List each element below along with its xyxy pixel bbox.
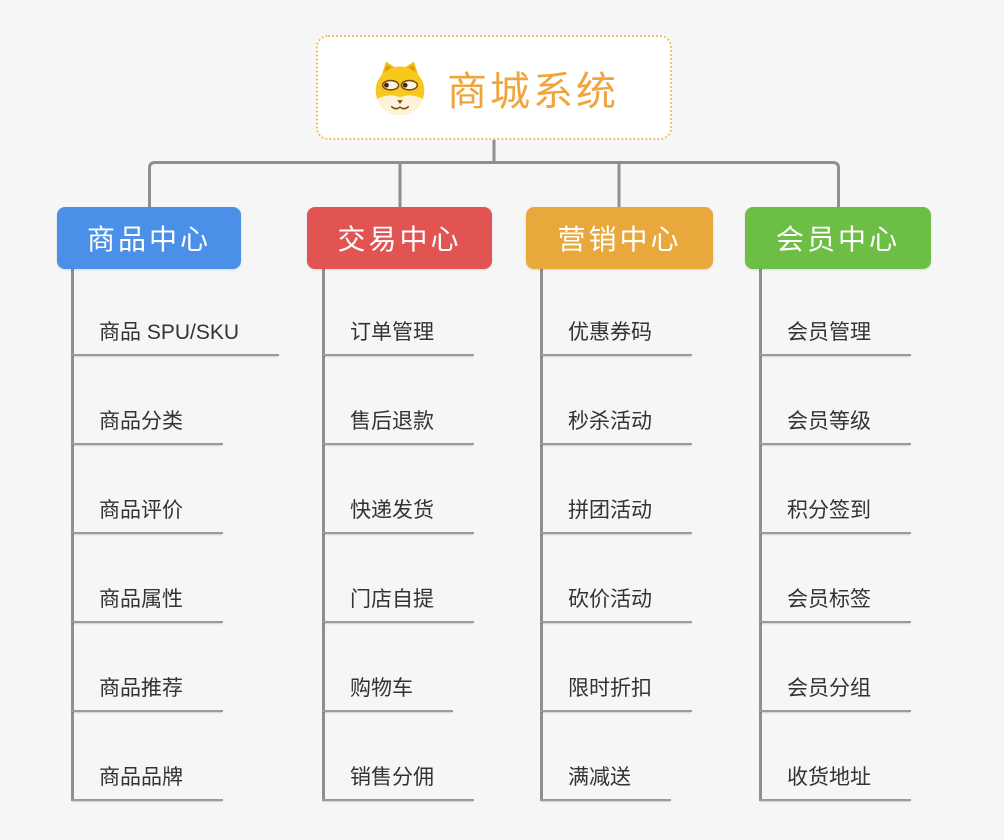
leaf-node[interactable]: 收货地址 — [759, 765, 911, 801]
root-node[interactable]: 商城系统 — [316, 35, 672, 140]
leaf-node[interactable]: 秒杀活动 — [540, 409, 692, 445]
leaf-node[interactable]: 门店自提 — [322, 587, 474, 623]
leaf-node[interactable]: 商品 SPU/SKU — [71, 320, 280, 356]
leaf-node[interactable]: 优惠券码 — [540, 320, 692, 356]
branch-node-label: 交易中心 — [337, 224, 462, 255]
branch-node-label: 会员中心 — [775, 224, 900, 255]
leaf-node[interactable]: 会员等级 — [759, 409, 911, 445]
branch-node-product-center[interactable]: 商品中心 — [57, 207, 241, 269]
leaf-node[interactable]: 销售分佣 — [322, 765, 474, 801]
leaf-node[interactable]: 会员管理 — [759, 320, 911, 356]
branch-node-member-center[interactable]: 会员中心 — [745, 207, 931, 269]
leaf-node[interactable]: 商品推荐 — [71, 676, 223, 712]
leaf-node[interactable]: 商品属性 — [71, 587, 223, 623]
leaf-node[interactable]: 限时折扣 — [540, 676, 692, 712]
leaf-node[interactable]: 砍价活动 — [540, 587, 692, 623]
leaf-node[interactable]: 商品评价 — [71, 498, 223, 534]
connector-bus — [148, 161, 840, 207]
leaf-node[interactable]: 拼团活动 — [540, 498, 692, 534]
leaf-node[interactable]: 会员标签 — [759, 587, 911, 623]
leaf-node[interactable]: 满减送 — [540, 765, 671, 801]
root-node-label: 商城系统 — [447, 69, 619, 114]
leaf-node[interactable]: 商品分类 — [71, 409, 223, 445]
leaf-node[interactable]: 会员分组 — [759, 676, 911, 712]
branch-node-trade-center[interactable]: 交易中心 — [307, 207, 492, 269]
leaf-node[interactable]: 快递发货 — [322, 498, 474, 534]
leaf-node[interactable]: 售后退款 — [322, 409, 474, 445]
branch-node-marketing-center[interactable]: 营销中心 — [526, 207, 713, 269]
leaf-node[interactable]: 商品品牌 — [71, 765, 223, 801]
leaf-node[interactable]: 购物车 — [322, 676, 453, 712]
branch-node-label: 营销中心 — [557, 224, 682, 255]
leaf-node[interactable]: 积分签到 — [759, 498, 911, 534]
shiba-dog-icon — [369, 59, 431, 117]
leaf-node[interactable]: 订单管理 — [322, 320, 474, 356]
branch-node-label: 商品中心 — [86, 224, 211, 255]
